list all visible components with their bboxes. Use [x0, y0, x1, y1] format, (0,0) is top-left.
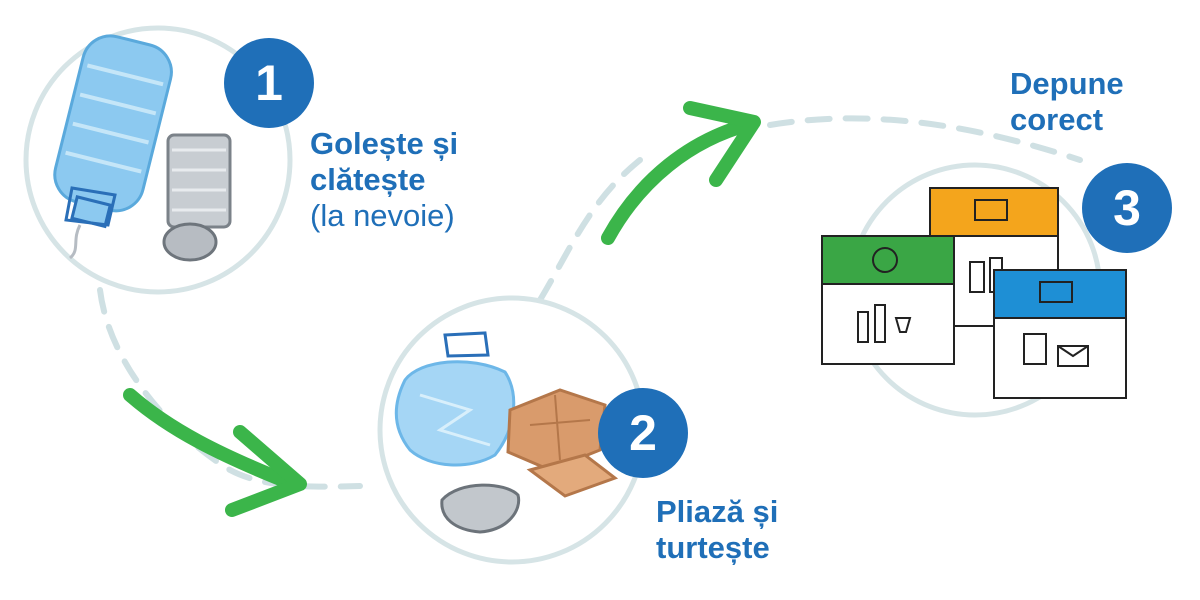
step2-label: Pliază și turtește: [656, 494, 778, 566]
arrow-1-to-2-icon: [123, 388, 307, 517]
water-bottle-icon: [53, 34, 173, 229]
step2-title-line1: Pliază și: [656, 494, 779, 529]
tin-can-icon: [162, 133, 232, 262]
step2-number-badge: 2: [598, 388, 688, 478]
step3-title-line2: corect: [1010, 102, 1104, 137]
cardboard-icon: [506, 388, 619, 498]
arrow-2-to-3-icon: [601, 101, 761, 245]
crumpled-bottle-icon: [394, 331, 516, 467]
step1-label: Golește și clătește (la nevoie): [310, 126, 458, 234]
step1-number-badge: 1: [224, 38, 314, 128]
step1-circle: [23, 25, 293, 295]
step3-label: Depune corect: [1010, 66, 1124, 138]
recycling-bins-icon: [821, 187, 1127, 399]
step1-title-line1: Golește și: [310, 126, 459, 161]
bottle-cap-icon: [64, 186, 117, 260]
step2-title-line2: turtește: [656, 530, 770, 565]
step3-number-badge: 3: [1082, 163, 1172, 253]
step1-note: (la nevoie): [310, 198, 455, 233]
step1-title-line2: clătește: [310, 162, 426, 197]
bin-green-icon: [821, 235, 955, 365]
crushed-can-icon: [440, 483, 521, 534]
step3-title-line1: Depune: [1010, 66, 1124, 101]
bin-blue-icon: [993, 269, 1127, 399]
